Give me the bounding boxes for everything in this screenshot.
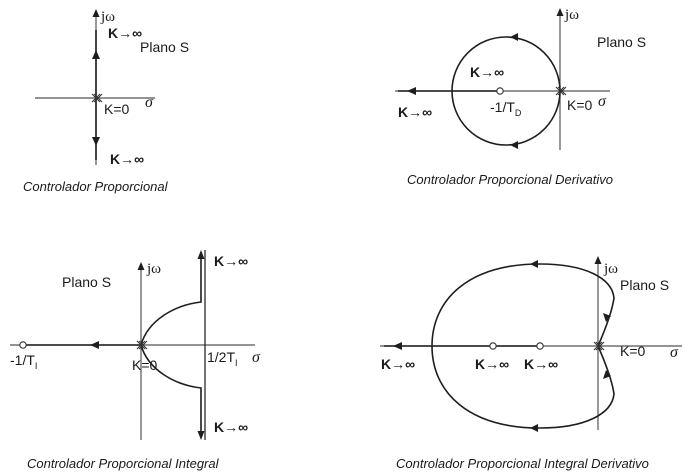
locus-arrow-down bbox=[197, 431, 205, 440]
panel-proporcional-integral-derivativo: jω σ Plano S K→∞ K→∞ K→∞ K=0 Controlador… bbox=[380, 256, 682, 471]
locus-arrow-upper-right bbox=[603, 313, 611, 322]
locus-branch-upper bbox=[140, 258, 202, 346]
caption: Controlador Proporcional bbox=[23, 179, 169, 194]
imag-axis-arrowhead bbox=[137, 262, 145, 270]
real-axis-label: σ bbox=[670, 344, 679, 361]
asymptote-label: 1/2TI bbox=[207, 349, 238, 368]
real-axis-label: σ bbox=[598, 93, 607, 110]
locus-arrow-top bbox=[530, 260, 538, 268]
k-inf-label-bottom: K→∞ bbox=[214, 419, 248, 435]
imag-axis-label: jω bbox=[603, 261, 618, 277]
locus-arrow-left bbox=[90, 341, 99, 349]
zero-marker-1 bbox=[489, 342, 497, 350]
plane-label: Plano S bbox=[62, 274, 111, 290]
caption: Controlador Proporcional Integral Deriva… bbox=[396, 456, 649, 471]
zero-label: -1/TD bbox=[490, 99, 522, 118]
k-inf-label-left: K→∞ bbox=[381, 356, 415, 372]
double-pole bbox=[555, 86, 567, 96]
plane-label: Plano S bbox=[620, 277, 669, 293]
zero-marker-2 bbox=[536, 342, 544, 350]
imag-axis-label: jω bbox=[564, 7, 579, 23]
locus-arrow-up bbox=[92, 50, 100, 59]
double-pole bbox=[136, 340, 148, 350]
k-inf-label-top: K→∞ bbox=[214, 253, 248, 269]
locus-arrow-left bbox=[393, 342, 402, 350]
imag-axis-arrowhead bbox=[556, 8, 564, 16]
locus-arrow-left bbox=[407, 87, 416, 95]
caption: Controlador Proporcional Integral bbox=[27, 456, 220, 471]
panel-proporcional: jω σ K→∞ Plano S K=0 K→∞ Controlador Pro… bbox=[23, 9, 189, 194]
imag-axis-label: jω bbox=[100, 9, 115, 25]
imag-axis-arrowhead bbox=[92, 9, 100, 17]
k-zero-label: K=0 bbox=[132, 357, 158, 373]
panel-proporcional-derivativo: jω σ K→∞ Plano S K→∞ -1/TD K=0 Controlad… bbox=[395, 7, 646, 187]
k-zero-label: K=0 bbox=[620, 343, 646, 359]
locus-branch-lower bbox=[140, 344, 202, 432]
k-inf-label-top: K→∞ bbox=[108, 25, 142, 41]
imag-axis-label: jω bbox=[146, 261, 161, 277]
real-axis-label: σ bbox=[145, 94, 154, 111]
double-pole bbox=[593, 341, 605, 351]
double-pole bbox=[91, 93, 103, 103]
k-inf-label-circle: K→∞ bbox=[470, 64, 504, 80]
locus-arrow-up bbox=[197, 250, 205, 259]
k-zero-label: K=0 bbox=[567, 97, 593, 113]
locus-arrow-top bbox=[510, 33, 518, 41]
panel-proporcional-integral: jω σ K→∞ Plano S -1/TI K=0 1/2TI K→∞ Con… bbox=[10, 250, 261, 471]
zero-marker bbox=[19, 341, 27, 349]
imag-axis-arrowhead bbox=[594, 256, 602, 264]
k-zero-label: K=0 bbox=[104, 101, 130, 117]
caption: Controlador Proporcional Derivativo bbox=[407, 172, 613, 187]
locus-arrow-lower-right bbox=[603, 370, 611, 379]
plane-label: Plano S bbox=[140, 39, 189, 55]
locus-arrow-bottom bbox=[510, 141, 518, 149]
locus-arrow-down bbox=[92, 137, 100, 146]
real-axis-label: σ bbox=[252, 349, 261, 366]
plane-label: Plano S bbox=[597, 34, 646, 50]
zero-marker bbox=[496, 87, 504, 95]
zero-label: -1/TI bbox=[10, 352, 37, 371]
locus-arrow-bottom bbox=[530, 424, 538, 432]
k-inf-label-left: K→∞ bbox=[398, 104, 432, 120]
k-inf-label-zero-2: K→∞ bbox=[524, 356, 558, 372]
k-inf-label-bottom: K→∞ bbox=[110, 151, 144, 167]
k-inf-label-zero-1: K→∞ bbox=[475, 356, 509, 372]
